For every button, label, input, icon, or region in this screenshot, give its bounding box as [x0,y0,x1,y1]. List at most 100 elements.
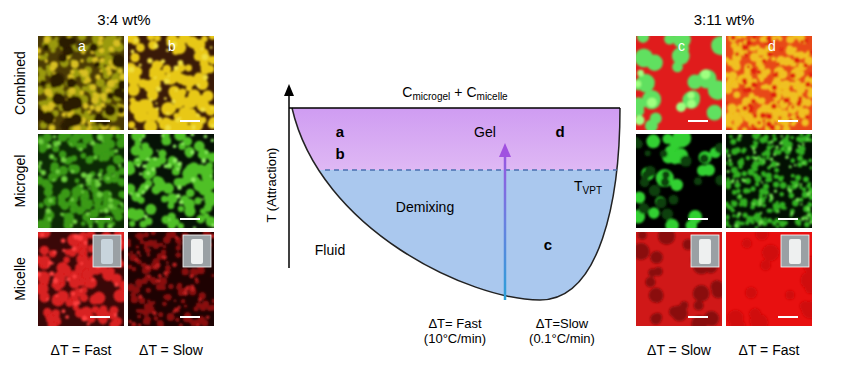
texture-blob [176,245,181,250]
state-letter: b [335,145,344,162]
texture-blob [772,85,777,90]
texture-blob [112,54,124,67]
texture-blob [196,113,199,116]
texture-blob [781,81,789,89]
texture-blob [661,208,673,220]
texture-blob [737,36,742,39]
texture-blob [49,271,54,276]
texture-blob [791,106,794,109]
texture-blob [708,80,722,100]
texture-blob [764,195,767,198]
texture-blob [105,134,113,139]
texture-blob [211,107,214,110]
texture-blob [760,212,762,214]
axis-arrowhead [284,84,294,96]
texture-blob [735,52,739,56]
texture-blob [204,135,208,139]
texture-blob [693,285,710,302]
vial [191,239,203,264]
texture-blob [637,70,644,77]
texture-blob [173,144,176,147]
texture-blob [130,251,133,254]
texture-blob [149,99,152,102]
texture-blob [153,176,161,184]
texture-blob [795,184,798,187]
texture-blob [80,184,84,188]
texture-blob [65,315,69,319]
texture-blob [809,50,812,54]
texture-blob [71,155,77,161]
texture-blob [763,134,768,139]
texture-blob [120,74,124,81]
texture-blob [209,117,214,128]
symbol: T [574,178,583,194]
texture-blob [726,216,730,220]
texture-blob [118,164,122,168]
texture-blob [741,149,745,153]
texture-blob [780,146,785,151]
row-label: Microgel [12,155,28,208]
scale-bar [778,120,798,122]
texture-blob [95,179,99,183]
texture-blob [757,98,763,104]
texture-blob [776,56,786,66]
texture-blob [140,220,147,227]
panel-ground [726,36,812,130]
texture-blob [802,187,806,191]
texture-blob [56,170,60,174]
texture-blob [70,114,82,126]
texture-blob [186,189,195,198]
texture-blob [210,175,212,177]
texture-blob [71,292,75,296]
texture-blob [48,172,58,182]
texture-blob [156,279,160,283]
texture-blob [201,198,203,200]
texture-blob [128,284,135,292]
texture-blob [773,153,776,156]
texture-blob [85,204,91,210]
texture-blob [167,193,178,204]
texture-blob [76,143,84,151]
texture-blob [45,208,51,214]
texture-blob [140,263,144,267]
texture-blob [84,80,88,84]
texture-blob [727,154,731,158]
texture-blob [726,127,729,130]
texture-blob [764,217,767,220]
texture-blob [788,189,792,193]
texture-blob [715,175,722,186]
texture-blob [43,36,50,43]
quench-arrow [504,155,507,300]
texture-blob [672,62,683,73]
texture-blob [196,84,200,88]
texture-blob [778,116,781,119]
texture-blob [154,157,157,160]
texture-blob [772,134,776,137]
texture-blob [751,124,755,128]
texture-blob [800,183,802,185]
texture-blob [776,162,779,165]
texture-blob [65,249,71,255]
row-label: Micelle [12,257,28,301]
texture-blob [731,36,736,40]
texture-blob [81,172,85,176]
texture-blob [129,67,135,73]
texture-blob [176,194,181,199]
texture-blob [129,221,135,227]
texture-blob [646,134,660,148]
texture-blob [138,295,142,299]
texture-blob [38,177,44,185]
texture-blob [147,58,152,63]
texture-blob [730,139,736,145]
texture-blob [796,198,800,202]
texture-blob [796,115,800,119]
texture-blob [152,66,158,72]
texture-blob [754,141,758,145]
texture-blob [99,69,102,72]
texture-blob [731,148,738,155]
texture-blob [210,46,212,48]
texture-blob [731,180,735,184]
state-letter: c [544,236,552,253]
texture-blob [53,179,56,182]
texture-blob [120,202,123,205]
